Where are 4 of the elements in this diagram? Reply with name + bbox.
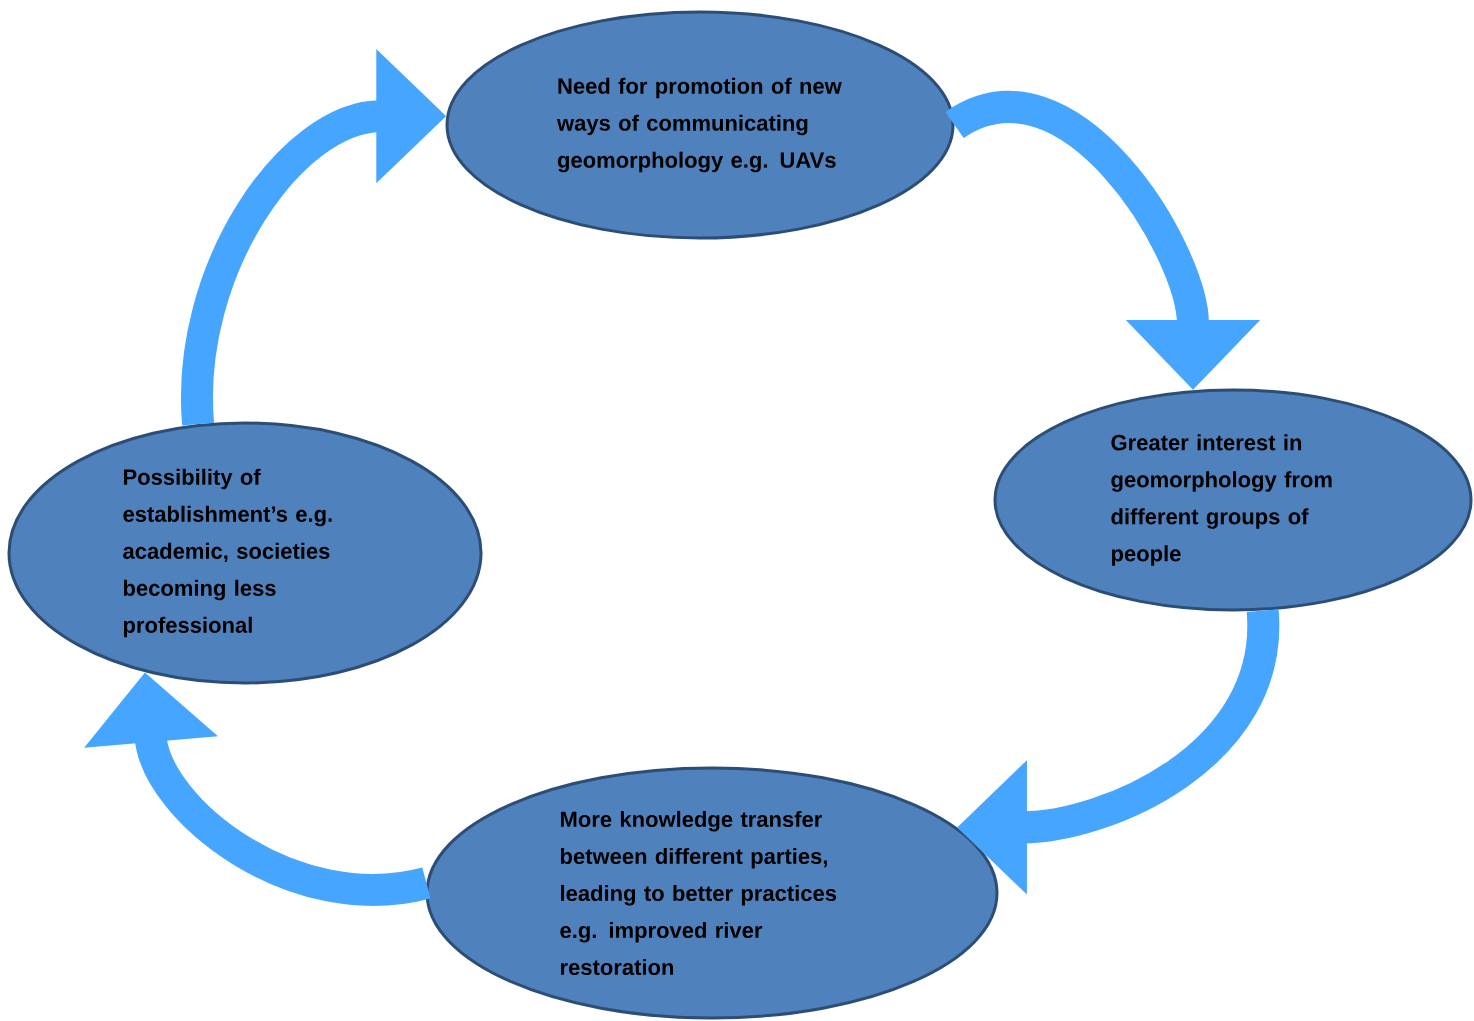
ellipse-node: Need for promotion of new ways of communicating geomorphology e.g. UAVs	[445, 10, 955, 240]
ellipse-node: Greater interest in geomorphology from different groups of people	[993, 388, 1473, 612]
ellipse-node: Possibility of establishment’s e.g. academic, societies becoming less professional	[7, 421, 483, 685]
ellipse-node: More knowledge transfer between different parties, leading to better practices e.g. improved river restoration	[425, 766, 999, 1020]
